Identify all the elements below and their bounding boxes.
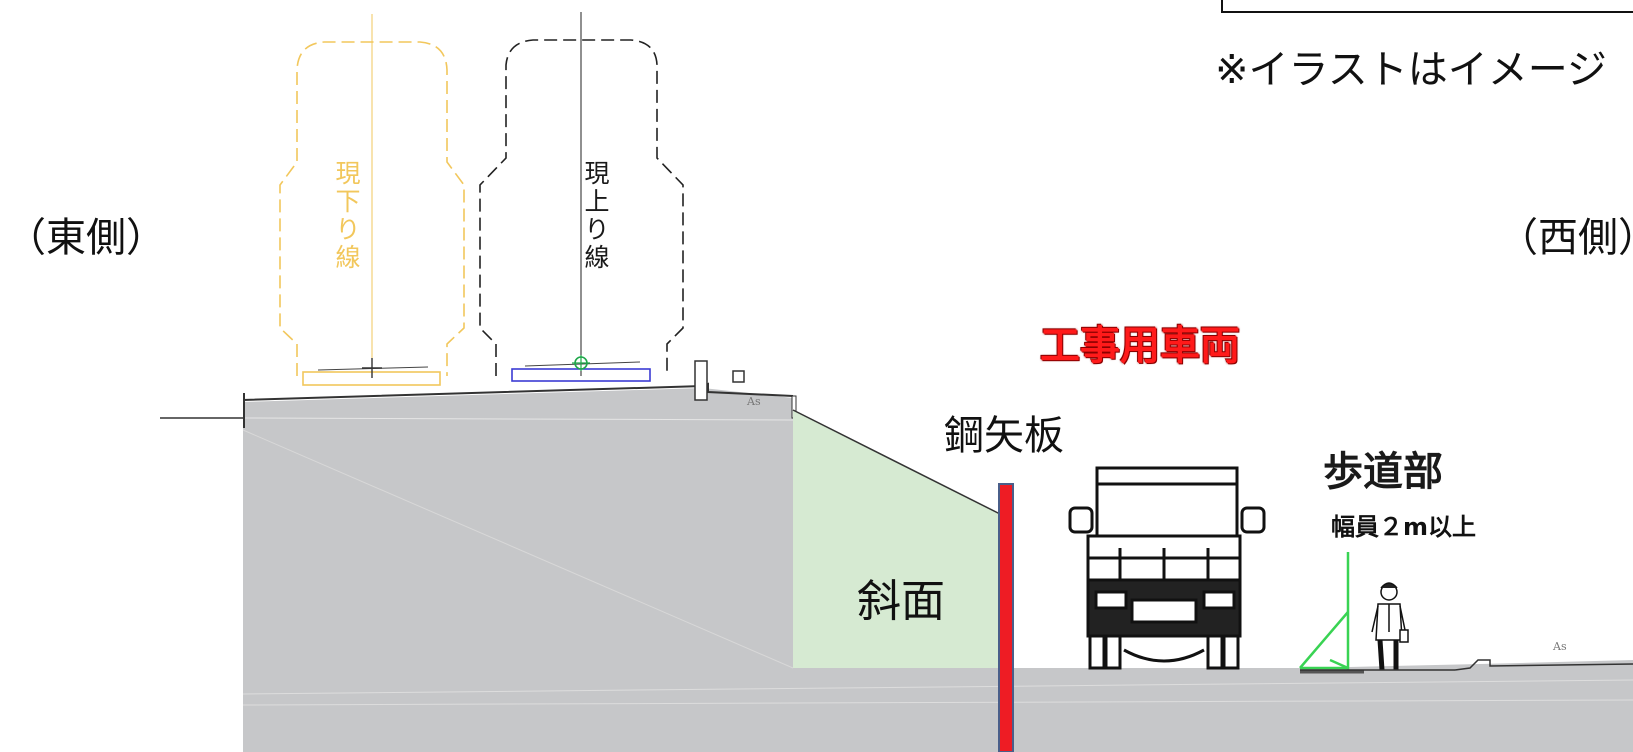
embankment-surface-line bbox=[242, 382, 794, 401]
track-gauge-icon bbox=[362, 358, 382, 378]
internal-line-2 bbox=[242, 429, 794, 669]
sidewalk-width-label: 幅員２m以上 bbox=[1331, 513, 1477, 541]
up-line-outline bbox=[479, 39, 684, 376]
truck-icon bbox=[1068, 466, 1266, 670]
lower-ground bbox=[793, 660, 1633, 752]
sidewalk-label: 歩道部 bbox=[1323, 449, 1443, 495]
east-side-label: （東側） bbox=[6, 215, 166, 261]
up-line-gauge bbox=[524, 361, 641, 367]
pedestrian-icon bbox=[1371, 582, 1409, 671]
slope-label: 斜面 bbox=[857, 576, 945, 627]
embankment bbox=[243, 388, 1633, 752]
sidewalk-guides bbox=[1299, 552, 1350, 670]
up-line-center-cross bbox=[572, 355, 590, 371]
slope-line bbox=[792, 409, 1001, 515]
down-line-label: 現下り線 bbox=[335, 159, 361, 272]
internal-line-1 bbox=[242, 417, 794, 421]
pavement-mark-lower: As bbox=[1553, 640, 1567, 653]
construction-vehicle-label: 工事用車両 bbox=[1040, 323, 1240, 369]
parapet bbox=[694, 360, 708, 401]
up-line-label: 現上り線 bbox=[584, 159, 610, 272]
note-box-frame bbox=[1221, 0, 1633, 13]
illustration-note: ※イラストはイメージ bbox=[1215, 47, 1607, 93]
steel-sheet-pile bbox=[998, 483, 1014, 752]
west-side-label: （西側） bbox=[1498, 215, 1633, 261]
slope-area bbox=[793, 410, 1000, 668]
internal-line-4 bbox=[242, 699, 1633, 706]
steel-sheet-pile-label: 鋼矢板 bbox=[944, 413, 1064, 459]
curb bbox=[1454, 659, 1633, 671]
small-box bbox=[732, 370, 745, 383]
pavement-mark-upper: As bbox=[747, 395, 761, 408]
internal-line-3 bbox=[242, 679, 1633, 695]
